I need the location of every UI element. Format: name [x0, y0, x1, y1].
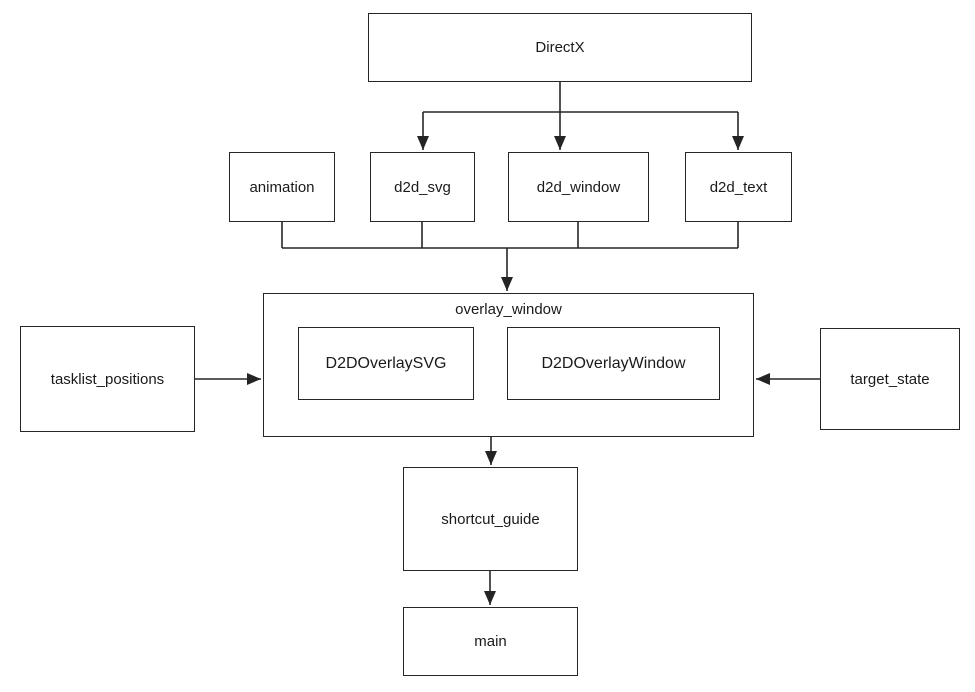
- node-tasklist-positions: tasklist_positions: [20, 326, 195, 432]
- node-d2d-overlay-svg: D2DOverlaySVG: [298, 327, 474, 400]
- node-d2d-overlay-svg-label: D2DOverlaySVG: [325, 354, 447, 372]
- node-d2d-text-label: d2d_text: [709, 178, 768, 196]
- node-d2d-svg: d2d_svg: [370, 152, 475, 222]
- node-d2d-overlay-window: D2DOverlayWindow: [507, 327, 720, 400]
- node-d2d-window-label: d2d_window: [536, 178, 621, 196]
- node-d2d-overlay-window-label: D2DOverlayWindow: [541, 354, 686, 372]
- node-directx: DirectX: [368, 13, 752, 82]
- node-overlay-window: overlay_window D2DOverlaySVG D2DOverlayW…: [263, 293, 754, 437]
- node-d2d-svg-label: d2d_svg: [394, 178, 451, 196]
- node-main-label: main: [474, 633, 507, 650]
- node-d2d-window: d2d_window: [508, 152, 649, 222]
- node-shortcut-guide: shortcut_guide: [403, 467, 578, 571]
- node-target-state: target_state: [820, 328, 960, 430]
- node-d2d-text: d2d_text: [685, 152, 792, 222]
- node-target-state-label: target_state: [850, 370, 930, 388]
- node-shortcut-guide-label: shortcut_guide: [441, 510, 540, 528]
- node-main: main: [403, 607, 578, 676]
- node-tasklist-positions-label: tasklist_positions: [50, 370, 165, 388]
- node-directx-label: DirectX: [535, 39, 585, 56]
- node-animation-label: animation: [249, 178, 315, 196]
- node-animation: animation: [229, 152, 335, 222]
- node-overlay-window-label: overlay_window: [455, 301, 562, 318]
